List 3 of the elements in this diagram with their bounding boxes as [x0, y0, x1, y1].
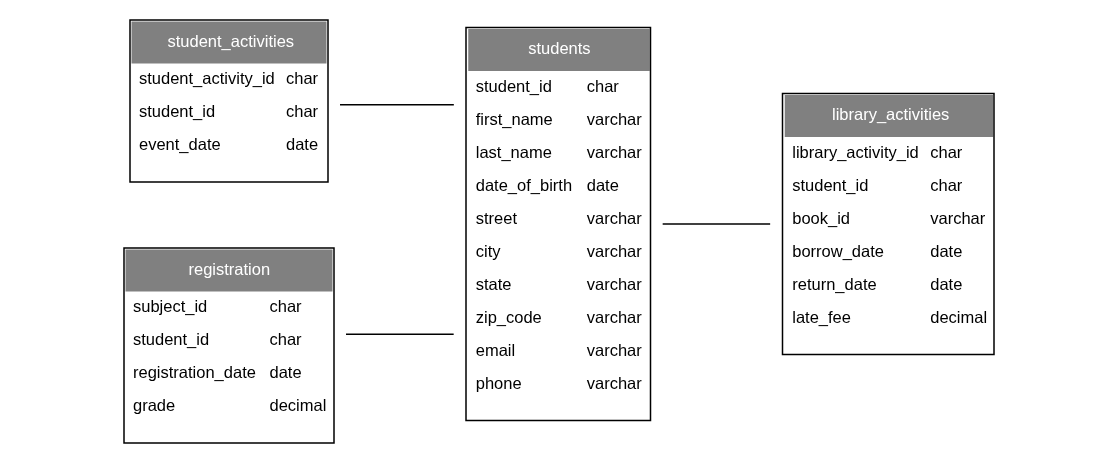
connector	[339, 104, 455, 106]
connector	[661, 223, 771, 225]
connector	[345, 333, 455, 335]
